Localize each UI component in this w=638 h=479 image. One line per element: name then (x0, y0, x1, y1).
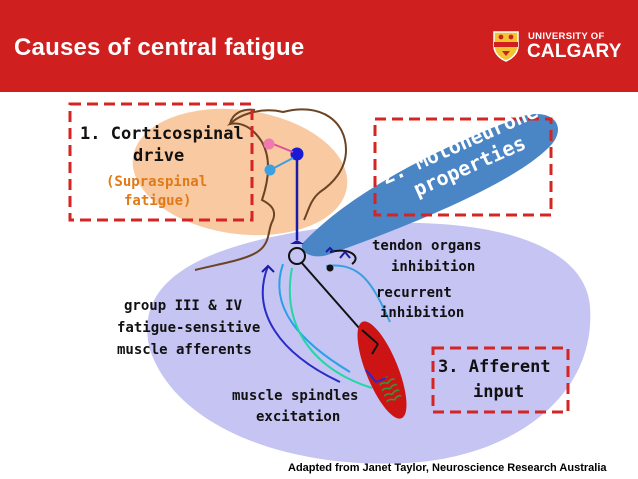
supraspinal-label-1: (Supraspinal (106, 174, 208, 190)
recurrent-label-2: inhibition (380, 305, 465, 321)
logo-text-name: CALGARY (527, 41, 622, 62)
group-label-3: muscle afferents (117, 342, 252, 358)
university-logo: UNIVERSITY OF CALGARY (492, 30, 622, 64)
motoneurone-band (301, 114, 558, 257)
upper-motor-neuron (290, 147, 304, 161)
box-afferent (431, 346, 570, 414)
muscle-spindle (377, 373, 403, 405)
title-banner: Causes of central fatigue UNIVERSITY OF … (0, 0, 638, 92)
source-credit: Adapted from Janet Taylor, Neuroscience … (288, 462, 607, 474)
supraspinal-oval (132, 108, 348, 236)
cyan-input-neuron (264, 164, 276, 176)
head-outline (194, 108, 348, 271)
box-motoneurone (373, 117, 553, 217)
corticospinal-label-2: drive (133, 146, 185, 166)
group-label-2: fatigue-sensitive (117, 320, 261, 336)
logo-text-top: UNIVERSITY OF (528, 31, 605, 42)
box-corticospinal (68, 102, 254, 222)
afferent-label-1: 3. Afferent (438, 357, 551, 377)
recurrent-label-1: recurrent (376, 285, 452, 301)
motoneurone-cell (288, 247, 306, 265)
slide-title: Causes of central fatigue (14, 34, 305, 61)
tendon-label-2: inhibition (391, 259, 476, 275)
supraspinal-label-2: fatigue) (124, 193, 192, 209)
spindles-label-2: excitation (256, 409, 341, 425)
tendon-label-1: tendon organs (372, 238, 482, 254)
afferent-label-2: input (473, 382, 525, 402)
spindles-label-1: muscle spindles (232, 388, 359, 404)
corticospinal-label-1: 1. Corticospinal (80, 124, 244, 144)
fatigue-diagram (68, 102, 591, 464)
pink-input-neuron (263, 138, 275, 150)
group-label-1: group III & IV (124, 298, 243, 314)
shield-icon (493, 31, 519, 62)
